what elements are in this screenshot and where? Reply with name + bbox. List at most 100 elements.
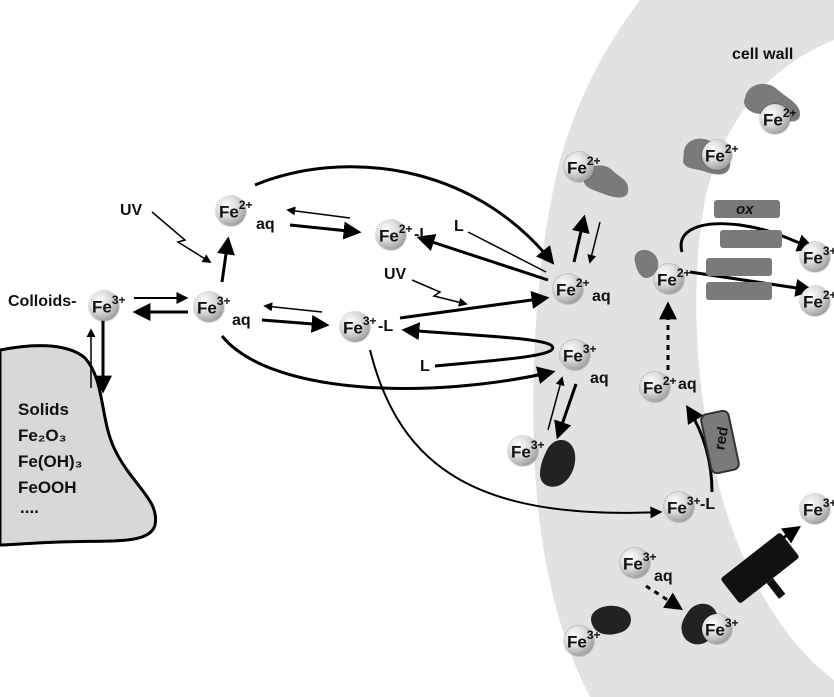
ion-symbol: Fe	[379, 226, 399, 246]
ligand-label-top: L	[454, 218, 464, 235]
arrow-fe3aq-to-cell-fe3aq	[220, 335, 556, 390]
ion-symbol: Fe	[803, 500, 823, 520]
ion-symbol: Fe	[92, 297, 112, 317]
ion-symbol: Fe	[343, 318, 363, 338]
ion-fe2aq-label: aq	[256, 216, 275, 233]
ion-inner-fe2-mid-sphere	[702, 140, 732, 170]
ion-charge: 3+	[822, 244, 834, 258]
arrow-fe3l-to-cell-fe2	[399, 291, 550, 320]
ion-cell-fe2-top-sphere	[564, 152, 594, 182]
ion-charge: 3+	[586, 628, 601, 642]
ion-out-fe3: Fe3+	[803, 496, 834, 521]
ion-cell-fe3aq-sphere	[560, 340, 590, 370]
ion-bottom-fe3aq-sphere	[620, 548, 650, 578]
ion-symbol: Fe	[219, 202, 239, 222]
arrow-oxidation	[679, 222, 816, 253]
arrow-cell-fe2-to-fe2l	[416, 233, 549, 282]
ion-inner-fe3l: Fe3+	[667, 494, 701, 519]
ion-colloid-fe3-sphere	[89, 291, 119, 321]
colloids-label: Colloids-	[8, 293, 77, 310]
ion-fe3l-label: -L	[378, 318, 394, 335]
ion-fe2aq-sphere	[216, 196, 246, 226]
solid-fe2o3: Fe₂O₃	[18, 426, 67, 445]
ion-bottom-left-fe3-sphere	[564, 626, 594, 656]
solids-region	[0, 344, 158, 547]
ion-symbol: Fe	[511, 442, 531, 462]
ion-charge: 2+	[724, 142, 739, 156]
arrow-protein-to-fe2aq	[587, 221, 601, 264]
arrow-fe2aq-to-fe2l	[289, 221, 362, 240]
ion-cell-fe3aq-label: aq	[590, 370, 609, 387]
arrow-fe2aq-to-cell-fe2aq	[254, 165, 555, 265]
ion-symbol: Fe	[643, 378, 663, 398]
ion-inner-fe2-bound-sphere	[654, 264, 684, 294]
ion-inner-fe3l-label: -L	[700, 496, 716, 513]
ion-symbol: Fe	[803, 292, 823, 312]
arrow-l-to-cell-fe2	[467, 231, 547, 273]
arrow-fe2aq-to-protein	[572, 214, 590, 263]
ion-charge: 2+	[398, 222, 413, 236]
ion-charge: 3+	[216, 294, 231, 308]
ion-inner-fe2aq: Fe2+	[643, 374, 677, 399]
solid-feoh3: Fe(OH)₃	[18, 452, 83, 471]
ion-cell-fe2aq-sphere	[553, 274, 583, 304]
uv-label-left: UV	[120, 202, 143, 219]
ion-charge: 2+	[586, 154, 601, 168]
ion-fe3aq: Fe3+	[197, 294, 231, 319]
ox-transporter-top	[714, 200, 780, 218]
ion-symbol: Fe	[803, 248, 823, 268]
ion-fe2aq: Fe2+	[219, 198, 253, 223]
ion-charge: 3+	[822, 496, 834, 510]
uv-zigzag-middle	[411, 279, 468, 307]
ion-cell-fe2-top: Fe2+	[567, 154, 601, 179]
solids-ellipsis: ....	[20, 498, 39, 517]
ion-inner-fe2-topright-sphere	[760, 104, 790, 134]
ion-fe2l: Fe2+	[379, 222, 413, 247]
ion-charge: 3+	[582, 342, 597, 356]
ion-symbol: Fe	[567, 632, 587, 652]
cell-wall-label: cell wall	[732, 46, 794, 63]
ion-bottom-fe3aq: Fe3+	[623, 550, 657, 575]
ion-charge: 2+	[676, 266, 691, 280]
ion-symbol: Fe	[623, 554, 643, 574]
ion-charge: 2+	[822, 288, 834, 302]
ion-fe2l-sphere	[376, 220, 406, 250]
protein-fe3-dark	[540, 439, 576, 487]
ion-charge: 3+	[686, 494, 701, 508]
solids-label: Solids	[18, 400, 70, 419]
ion-charge: 3+	[530, 438, 545, 452]
protein-fe2-binding	[583, 165, 629, 198]
arrow-fe3l-to-fe3aq	[263, 302, 323, 313]
ion-fe3aq-sphere	[194, 292, 224, 322]
arrow-fe3l-to-inner-fe3l	[369, 349, 663, 519]
ion-cell-fe3-bound-sphere	[508, 436, 538, 466]
ion-fe3aq-label: aq	[232, 312, 251, 329]
ion-symbol: Fe	[657, 270, 677, 290]
ion-fe3l-sphere	[340, 312, 370, 342]
ion-inner-fe3l-sphere	[664, 492, 694, 522]
ion-charge: 2+	[238, 198, 253, 212]
ion-symbol: Fe	[667, 498, 687, 518]
ion-cell-fe3-bound: Fe3+	[511, 438, 545, 463]
protein-bottom-left-dark	[591, 605, 631, 635]
ion-fe2l-label: -L	[414, 226, 430, 243]
ox-transporter-bottom	[720, 230, 782, 248]
ion-inner-fe2aq-sphere	[640, 372, 670, 402]
arrow-dotted-fe3aq-to-receptor	[645, 584, 684, 610]
ion-bottom-fe3aq-label: aq	[654, 568, 673, 585]
arrow-fe2l-to-fe2aq	[286, 206, 351, 219]
ion-symbol: Fe	[556, 280, 576, 300]
fe2-transporter-bottom	[706, 282, 772, 300]
ion-symbol: Fe	[705, 146, 725, 166]
arrow-cell-fe3-to-fe3l	[401, 322, 555, 368]
ion-charge: 3+	[362, 314, 377, 328]
ion-symbol: Fe	[705, 620, 725, 640]
ion-ox-fe3: Fe3+	[803, 244, 834, 269]
ion-out-fe2: Fe2+	[803, 288, 834, 313]
ion-cell-fe3aq: Fe3+	[563, 342, 597, 367]
ion-inner-fe2-topright: Fe2+	[763, 106, 797, 131]
ion-ox-fe3-sphere	[800, 242, 830, 272]
ion-receptor-fe3: Fe3+	[705, 616, 739, 641]
arrow-fe3aq-to-fe3l	[261, 314, 330, 333]
